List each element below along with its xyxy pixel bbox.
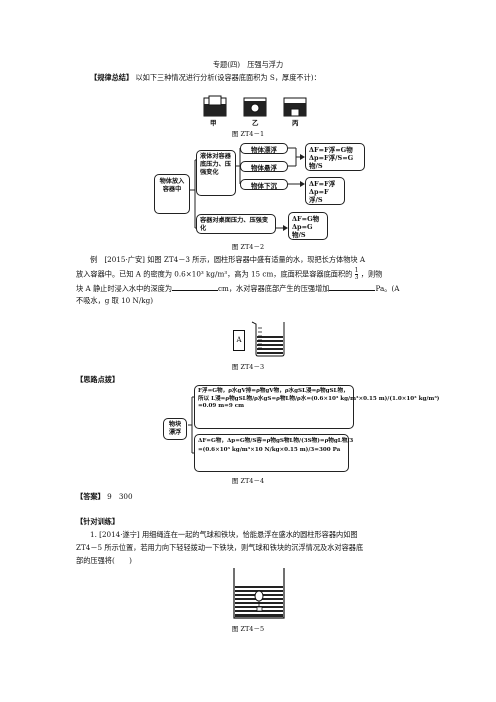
hint-label: 【思路点拨】 [76, 375, 120, 384]
balloon [254, 590, 264, 602]
q1-line-2: ZT4－5 所示位置，若用力向下轻轻拨动一下铁块，则气球和铁块的沉浮情况及水对容… [76, 543, 364, 552]
map-sink-box: 物体下沉 [240, 179, 288, 190]
figure-zt4-5-drawing [233, 568, 285, 619]
fraction-numerator: 1 [354, 267, 359, 275]
figure-zt4-4-connectors [188, 396, 199, 454]
reason-r4: ΔF=G物，Δp=G物/S容=ρ物gS物L物/(3S物)=ρ物gL物/3 [198, 438, 354, 444]
reason-bottom-box: ΔF=G物，Δp=G物/S容=ρ物gS物L物/(3S物)=ρ物gL物/3 =(0… [194, 434, 354, 472]
floating-block [208, 95, 222, 106]
map-eq2a: ΔF=F浮 [309, 180, 336, 188]
water-lines [257, 336, 283, 354]
map-eq3b: Δp=G物/S [292, 223, 313, 239]
sunk-block [290, 108, 300, 117]
fraction: 1 3 [354, 267, 359, 281]
map-eq1a: ΔF=F浮=G物 [309, 146, 353, 154]
example-line-2a: 放入容器中。已知 A 的密度为 0.6×10³ kg/m³，高为 15 cm，底… [76, 269, 353, 279]
example-line-4: 不吸水，g 取 10 N/kg) [76, 296, 154, 305]
q1-line-1: 1. [2014·遂宁] 用细绳连在一起的气球和铁块，恰能悬浮在盛水的圆柱形容器… [90, 530, 358, 539]
reason-r3: =0.09 m=9 cm [198, 403, 245, 409]
answer-blank-1 [172, 283, 219, 291]
beaker-drawing [251, 321, 285, 357]
container-yi [243, 97, 267, 117]
figure-caption: 图 ZT4－1 [231, 130, 265, 138]
answer-label: 【答案】 [76, 492, 105, 501]
summary-line: 【规律总结】 以如下三种情况进行分析(设容器底面积为 S，厚度不计)： [90, 73, 321, 83]
map-root-box: 物体放入容器中 [154, 174, 190, 214]
reason-r1: F浮=G物，ρ水gV排=ρ物gV物，ρ水gSL浸=ρ物gSL物， [198, 388, 349, 394]
training-label: 【针对训练】 [76, 517, 120, 526]
fraction-denominator: 3 [354, 274, 359, 281]
q1-line-3: 部的压强将( ) [76, 556, 132, 565]
map-eq3-box: ΔF=G物 Δp=G物/S [288, 212, 328, 240]
example-line-2: 放入容器中。已知 A 的密度为 0.6×10³ kg/m³，高为 15 cm，底… [76, 268, 382, 281]
iron-block [256, 606, 263, 612]
figure-caption: 图 ZT4－2 [231, 243, 265, 251]
reason-r5: =(0.6×10³ kg/m³×10 N/kg×0.15 m)/3=300 Pa [198, 447, 341, 453]
example-line-3a: 块 A 静止时浸入水中的深度为 [76, 284, 173, 293]
map-float-box: 物体漂浮 [240, 143, 288, 154]
block-a: A [233, 330, 245, 351]
fig1-label-jia: 甲 [210, 119, 217, 127]
summary-text: 以如下三种情况进行分析(设容器底面积为 S，厚度不计)： [135, 73, 321, 82]
figure-caption: 图 ZT4－3 [231, 363, 265, 371]
map-eq3a: ΔF=G物 [292, 215, 320, 223]
map-eq1b: Δp=F浮/S=G物/S [309, 154, 354, 170]
container-bing [283, 97, 307, 117]
example-line-3: 块 A 静止时浸入水中的深度为 cm，水对容器底部产生的压强增加 Pa。(A [76, 283, 399, 294]
map-eq2b: Δp=F浮/S [309, 188, 329, 204]
suspended-ball [250, 103, 260, 113]
example-line-3c: Pa。(A [375, 284, 400, 293]
figure-caption: 图 ZT4－4 [231, 477, 265, 485]
answer-value: 9 300 [107, 492, 133, 501]
map-suspend-box: 物体悬浮 [240, 161, 288, 172]
map-eq1-box: ΔF=F浮=G物 Δp=F浮/S=G物/S [305, 143, 365, 171]
reason-top-box: F浮=G物，ρ水gV排=ρ物gV物，ρ水gSL浸=ρ物gSL物， 所以 L浸=ρ… [194, 385, 440, 429]
figure-zt4-1-drawing [203, 95, 307, 117]
example-line-2b: ，则物 [360, 269, 383, 279]
water-fill [204, 104, 226, 116]
figure-caption: 图 ZT4－5 [231, 625, 265, 633]
page-title: 专题(四) 压强与浮力 [212, 60, 284, 69]
summary-label: 【规律总结】 [90, 73, 134, 82]
reason-root-box: 物块漂浮 [163, 418, 187, 440]
reason-r2: 所以 L浸=ρ物gSL物/ρ水gS=ρ物L物/ρ水=(0.6×10³ kg/m³… [198, 395, 440, 402]
map-eq2-box: ΔF=F浮 Δp=F浮/S [305, 177, 345, 205]
graduation-marks [258, 327, 262, 349]
map-table-box: 容器对桌面压力、压强变化 [196, 214, 276, 234]
answer-blank-2 [329, 283, 376, 291]
example-line-1: 例 [2015·广安] 如图 ZT4－3 所示，圆柱形容器中盛有适量的水，现把长… [90, 255, 366, 264]
fig1-label-bing: 丙 [292, 119, 299, 127]
container-jia [203, 95, 227, 117]
answer-line: 【答案】 9 300 [76, 492, 133, 502]
map-liquid-box: 液体对容器底压力、压强变化 [196, 150, 236, 196]
fig1-label-yi: 乙 [252, 119, 259, 127]
example-line-3b: cm，水对容器底部产生的压强增加 [218, 284, 330, 293]
